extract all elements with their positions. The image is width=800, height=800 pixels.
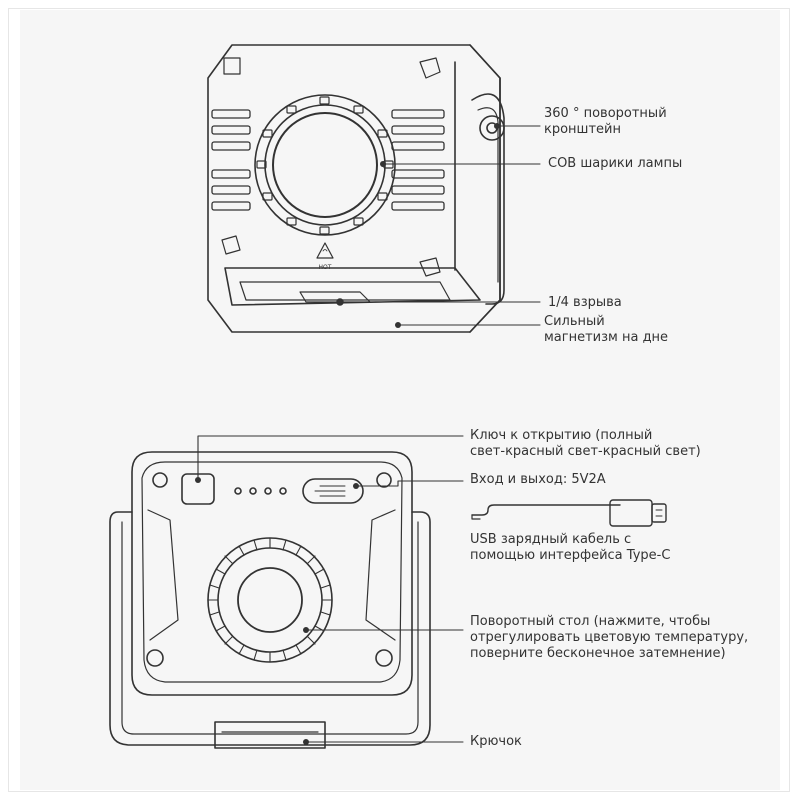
page-border [8,8,790,792]
label-cob: COB шарики лампы [548,156,683,171]
label-magnet-line-2: магнетизм на дне [544,330,669,345]
label-io: Вход и выход: 5V2A [470,472,606,487]
label-magnet-line-1: Сильный [544,314,605,329]
label-dial: Поворотный стол (нажмите, чтобы отрегули… [470,614,748,662]
label-key-line-2: свет-красный свет-красный свет) [470,444,701,459]
label-usb-line-2: помощью интерфейса Type-C [470,548,671,563]
label-quarter: 1/4 взрыва [548,295,622,310]
usb-cable-icon [471,499,667,527]
lamp-front-view [207,44,505,333]
hot-icon-text: HOT [319,264,332,271]
label-key-line-1: Ключ к открытию (полный [470,428,653,443]
label-key: Ключ к открытию (полный свет-красный све… [470,428,701,460]
lamp-back-view [109,451,431,749]
label-bracket-line-1: 360 ° поворотный [544,106,667,121]
label-hook: Крючок [470,734,522,749]
label-bracket: 360 ° поворотный кронштейн [544,106,667,138]
label-usb-line-1: USB зарядный кабель с [470,532,632,547]
label-dial-line-2: отрегулировать цветовую температуру, [470,630,749,645]
label-dial-line-1: Поворотный стол (нажмите, чтобы [470,614,711,629]
label-dial-line-3: поверните бесконечное затемнение) [470,646,726,661]
label-magnet: Сильный магнетизм на дне [544,314,668,346]
label-bracket-line-2: кронштейн [544,122,621,137]
label-usb: USB зарядный кабель с помощью интерфейса… [470,532,670,564]
